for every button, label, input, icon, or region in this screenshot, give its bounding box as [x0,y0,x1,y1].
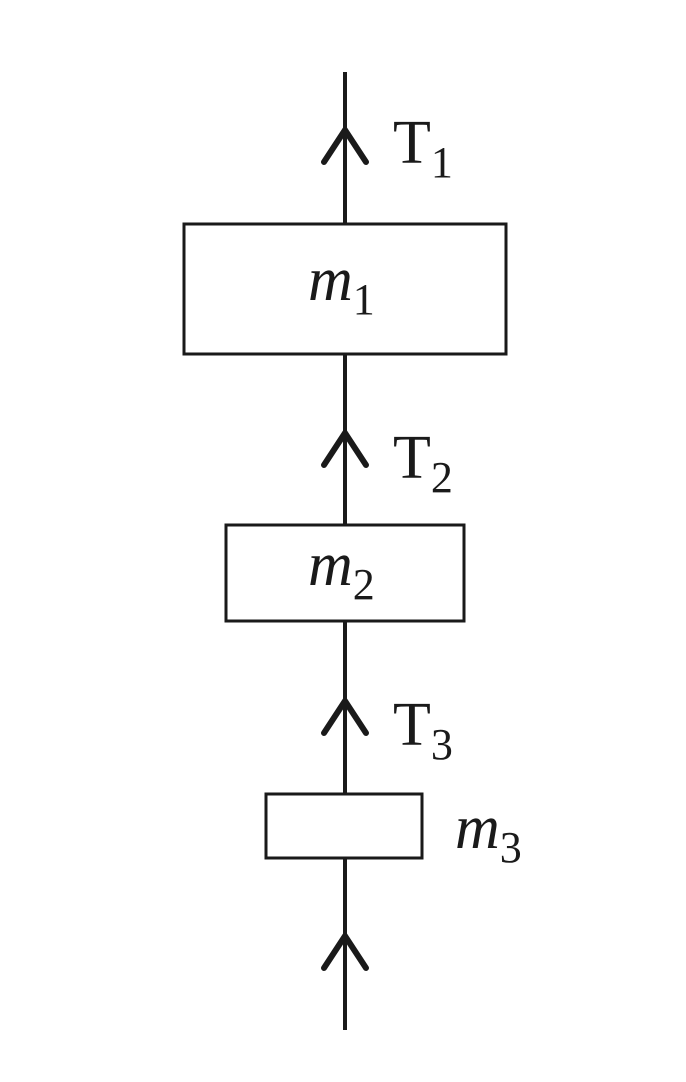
tension-label-1: T1 [393,109,453,187]
mass-label-3: m3 [455,794,522,872]
mass-block-1 [182,222,508,356]
mass-block-2 [224,523,466,623]
mass-label-2: m2 [308,531,375,609]
mass-block-3 [264,792,424,860]
arrow-up-icon [321,124,369,165]
tension-label-3: T3 [393,691,453,769]
tension-label-2: T2 [393,424,453,502]
arrow-up-icon [321,695,369,736]
mass-label-1: m1 [308,246,375,324]
arrow-up-icon [321,930,369,971]
arrow-up-icon [321,427,369,468]
